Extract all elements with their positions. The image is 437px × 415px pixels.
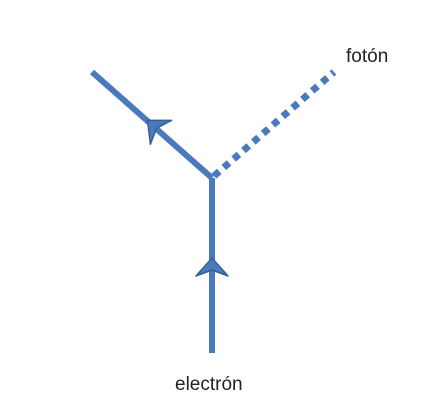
outgoing-arrow-icon xyxy=(146,119,173,146)
incoming-arrow-icon xyxy=(195,257,229,277)
photon-label: fotón xyxy=(346,46,389,67)
photon-line xyxy=(211,69,337,179)
electron-label: electrón xyxy=(175,374,243,395)
